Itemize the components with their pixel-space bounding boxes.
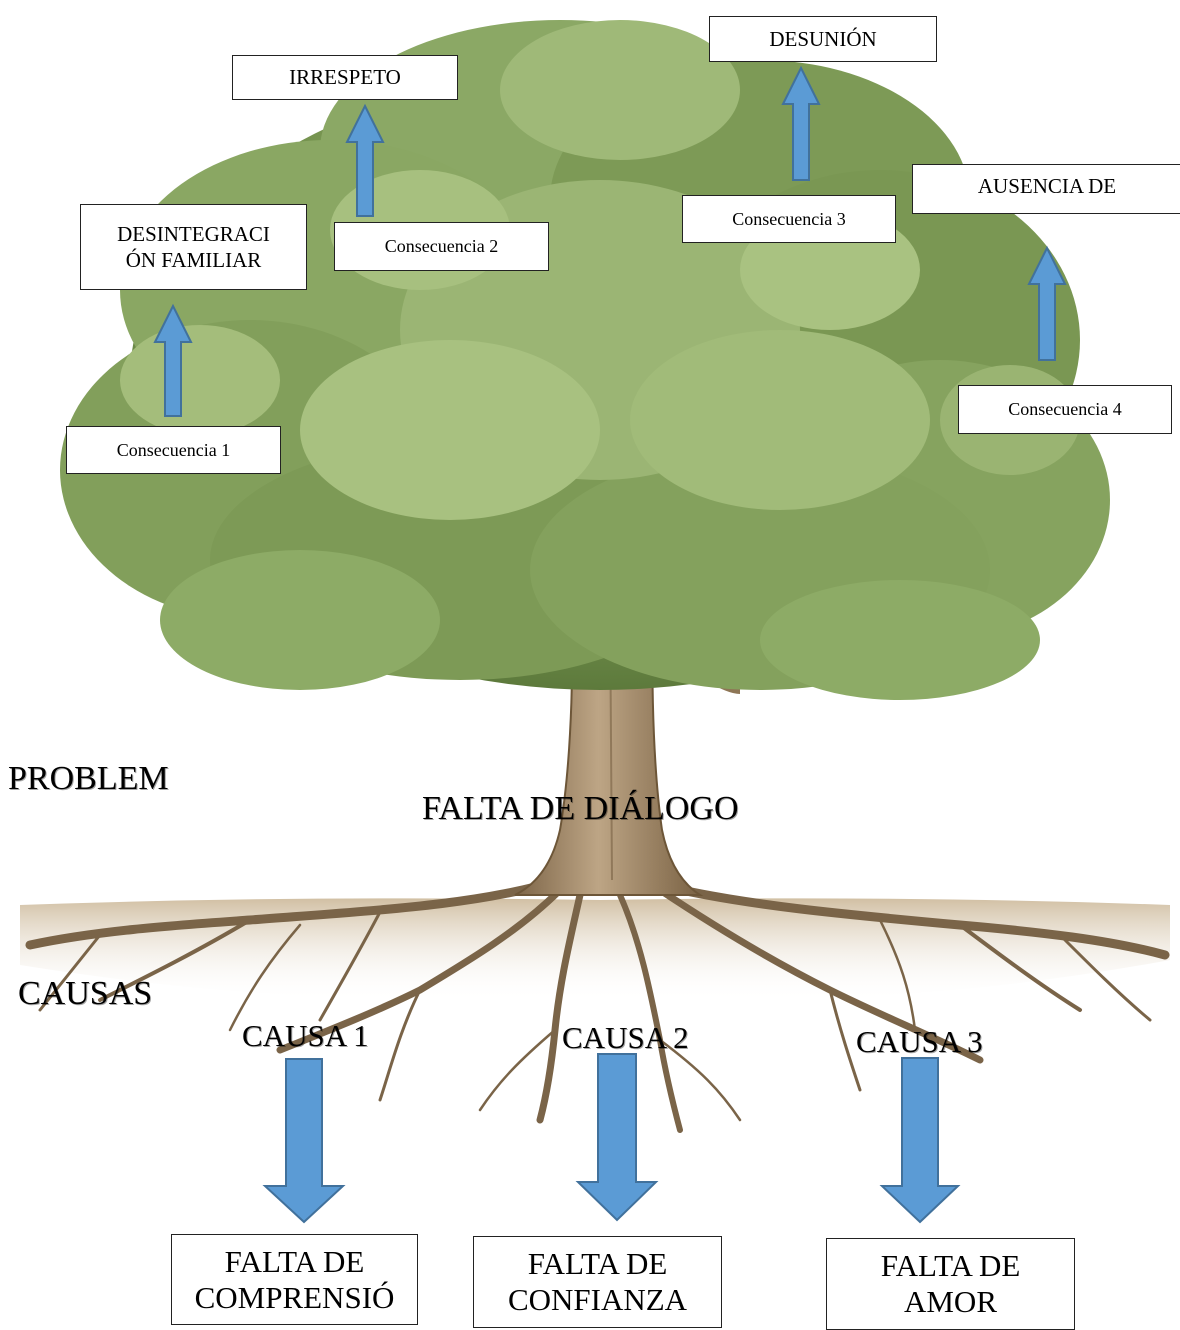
cause-1-box: FALTA DE COMPRENSIÓ: [171, 1234, 418, 1325]
cause-1-line-1: FALTA DE: [224, 1243, 365, 1279]
consequence-1-label: Consecuencia 1: [116, 439, 231, 460]
consequence-4-label: Consecuencia 4: [1008, 399, 1122, 420]
cause-arrows: [262, 1053, 961, 1224]
cause-1-line-2: COMPRENSIÓ: [194, 1279, 395, 1315]
effect-2-text: IRRESPETO: [289, 65, 401, 90]
cause-3-line-1: FALTA DE: [880, 1248, 1021, 1284]
arrow-up-consequence-3: [781, 65, 821, 181]
problem-label: PROBLEM: [8, 760, 169, 797]
canopy: [60, 20, 1110, 700]
consequence-arrows: [153, 65, 1067, 417]
cause-1-label: CAUSA 1: [242, 1018, 369, 1053]
effect-3-box: DESUNIÓN: [709, 16, 937, 62]
effect-4-box: AUSENCIA DE: [912, 164, 1180, 214]
effect-3-text: DESUNIÓN: [769, 26, 877, 51]
consequence-3-label: Consecuencia 3: [732, 208, 846, 229]
effect-4-text: AUSENCIA DE: [977, 174, 1117, 198]
arrow-up-consequence-4: [1027, 245, 1067, 361]
cause-2-line-2: CONFIANZA: [507, 1282, 688, 1317]
consequence-2-box: Consecuencia 2: [334, 222, 549, 271]
effect-1-line-2: ÓN FAMILIAR: [125, 248, 262, 272]
cause-2-label: CAUSA 2: [562, 1020, 689, 1055]
consequence-3-box: Consecuencia 3: [682, 195, 896, 243]
arrow-down-cause-3: [879, 1057, 961, 1224]
soil: [20, 898, 1170, 1002]
arrow-down-cause-1: [262, 1058, 346, 1224]
roots: [25, 875, 1170, 1133]
effect-2-box: IRRESPETO: [232, 55, 458, 100]
consequence-1-box: Consecuencia 1: [66, 426, 281, 474]
cause-3-box: FALTA DE AMOR: [826, 1238, 1075, 1330]
arrow-up-consequence-2: [345, 103, 385, 217]
arrow-up-consequence-1: [153, 303, 193, 417]
arrow-down-cause-2: [575, 1053, 659, 1222]
cause-3-label: CAUSA 3: [856, 1024, 983, 1059]
effect-1-line-1: DESINTEGRACI: [117, 221, 270, 246]
problem-statement: FALTA DE DIÁLOGO: [422, 790, 739, 827]
consequence-2-label: Consecuencia 2: [384, 236, 499, 257]
cause-3-line-2: AMOR: [903, 1284, 997, 1319]
causes-label: CAUSAS: [18, 975, 153, 1012]
consequence-4-box: Consecuencia 4: [958, 385, 1172, 434]
cause-2-line-1: FALTA DE: [527, 1246, 668, 1282]
cause-2-box: FALTA DE CONFIANZA: [473, 1236, 722, 1328]
effect-1-box: DESINTEGRACI ÓN FAMILIAR: [80, 204, 307, 290]
